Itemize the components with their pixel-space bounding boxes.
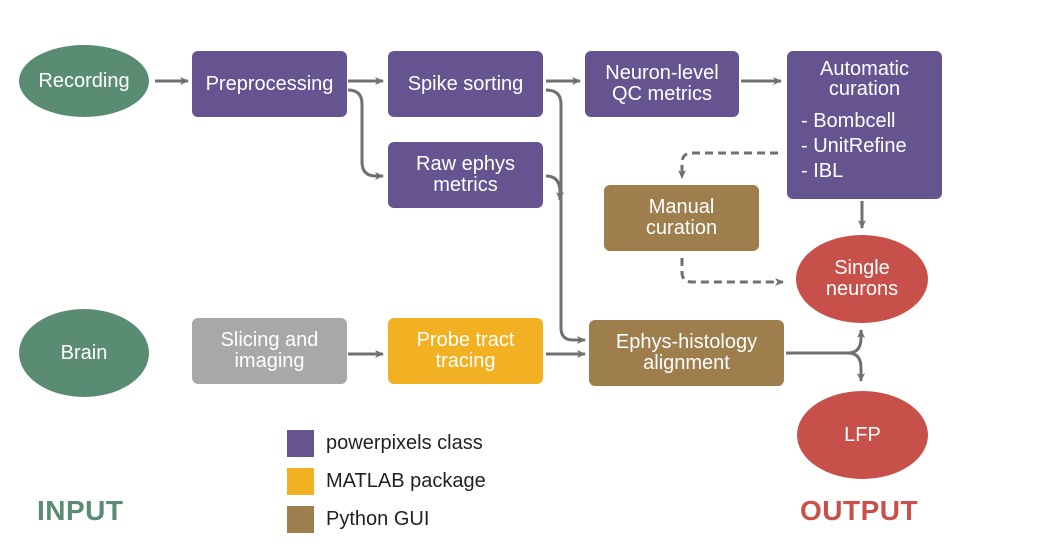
single-neurons-label-line1: Single [834, 257, 890, 279]
legend-item-python: Python GUI [287, 500, 486, 538]
output-section-label: OUTPUT [800, 495, 919, 526]
probe-tract-node: Probe tract tracing [388, 318, 543, 384]
spike-sorting-node: Spike sorting [388, 51, 543, 117]
arrow-preprocessing-rawephys [347, 88, 384, 180]
single-neurons-node: Single neurons [796, 235, 928, 323]
probe-tract-label-line2: tracing [435, 350, 496, 372]
preprocessing-label: Preprocessing [205, 72, 334, 95]
spike-sorting-label: Spike sorting [407, 72, 524, 95]
arrow-spikesorting-alignment [545, 88, 586, 344]
lfp-label: LFP [844, 423, 881, 446]
arrow-alignment-singleneurons [847, 329, 865, 355]
probe-tract-label-line1: Probe tract [416, 329, 515, 351]
legend-swatch-yellow [287, 467, 314, 495]
neuron-qc-label-line2: QC metrics [612, 83, 712, 105]
brain-node: Brain [19, 309, 149, 397]
arrow-rawephys-down [545, 174, 564, 201]
raw-ephys-label-line2: metrics [433, 174, 498, 196]
tool-bombcell: - Bombcell [801, 110, 896, 132]
legend-swatch-purple [287, 429, 314, 457]
legend-item-matlab: MATLAB package [287, 462, 486, 500]
recording-label: Recording [38, 69, 130, 92]
legend-label: MATLAB package [326, 469, 486, 492]
ephys-histology-label-line1: Ephys-histology [615, 331, 758, 353]
neuron-qc-label-line1: Neuron-level [605, 62, 719, 84]
raw-ephys-label-line1: Raw ephys [416, 153, 515, 175]
brain-label: Brain [60, 341, 108, 364]
neuron-qc-node: Neuron-level QC metrics [585, 51, 739, 117]
preprocessing-node: Preprocessing [192, 51, 347, 117]
manual-curation-node: Manual curation [604, 185, 759, 251]
legend-label: powerpixels class [326, 431, 483, 454]
ephys-histology-node: Ephys-histology alignment [589, 320, 784, 386]
ephys-histology-label-line2: alignment [643, 352, 730, 374]
slicing-label-line2: imaging [234, 350, 305, 372]
dashed-arrow-automatic-manual [678, 151, 778, 179]
arrow-alignment-lfp [847, 351, 865, 382]
legend-swatch-brown [287, 505, 314, 533]
automatic-curation-tools: - Bombcell - UnitRefine - IBL [801, 109, 907, 184]
slicing-label-line1: Slicing and [220, 329, 319, 351]
legend: powerpixels class MATLAB package Python … [287, 424, 486, 538]
tool-unitrefine: - UnitRefine [801, 135, 907, 157]
manual-curation-label-line2: curation [645, 217, 718, 239]
dashed-arrow-manual-singleneurons [680, 258, 784, 286]
automatic-curation-title-line1: Automatic [820, 58, 909, 80]
slicing-imaging-node: Slicing and imaging [192, 318, 347, 384]
lfp-node: LFP [797, 391, 928, 479]
manual-curation-label-line1: Manual [648, 196, 715, 218]
automatic-curation-node: Automatic curation - Bombcell - UnitRefi… [787, 51, 942, 199]
input-section-label: INPUT [37, 495, 124, 526]
tool-ibl: - IBL [801, 160, 844, 182]
legend-item-powerpixels: powerpixels class [287, 424, 486, 462]
automatic-curation-title-line2: curation [828, 78, 901, 100]
legend-label: Python GUI [326, 507, 430, 530]
single-neurons-label-line2: neurons [825, 278, 899, 300]
raw-ephys-node: Raw ephys metrics [388, 142, 543, 208]
recording-node: Recording [19, 45, 149, 117]
